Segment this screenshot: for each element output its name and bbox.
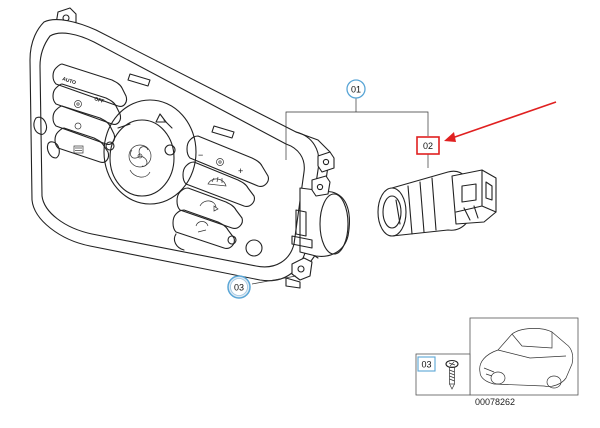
left-button-column[interactable]: AUTO OFF bbox=[33, 63, 128, 163]
off-label: OFF bbox=[93, 96, 104, 105]
plus-label: + bbox=[238, 166, 243, 176]
temperature-knob[interactable] bbox=[103, 99, 197, 205]
auto-label: AUTO bbox=[61, 76, 76, 86]
leader-lines bbox=[251, 98, 429, 285]
legend-callout-03-text: 03 bbox=[421, 360, 431, 370]
defrost-icon bbox=[207, 176, 227, 187]
defrost-button[interactable] bbox=[182, 161, 255, 207]
side-knob-lower[interactable] bbox=[46, 141, 60, 159]
air-distribution-icon bbox=[195, 221, 209, 233]
document-number: 00078262 bbox=[475, 397, 515, 407]
knob-side-button[interactable] bbox=[105, 141, 115, 151]
callout-03-text: 03 bbox=[234, 283, 244, 293]
rear-defrost-button[interactable] bbox=[54, 127, 110, 163]
right-button-group[interactable]: − + bbox=[172, 135, 269, 257]
minus-label: − bbox=[198, 150, 203, 160]
callout-01[interactable]: 01 bbox=[346, 79, 366, 99]
climate-control-panel[interactable]: AUTO OFF bbox=[29, 7, 350, 289]
callout-01-text: 01 bbox=[351, 85, 361, 95]
car-icon bbox=[479, 328, 574, 389]
highlight-arrow bbox=[444, 101, 557, 142]
callout-03[interactable]: 03 bbox=[227, 275, 251, 299]
side-knob-left[interactable] bbox=[33, 116, 48, 135]
recirculation-button[interactable] bbox=[176, 187, 243, 229]
fan-speed-icon bbox=[216, 158, 224, 166]
lower-right-knob[interactable] bbox=[245, 239, 263, 257]
screw-icon bbox=[445, 359, 459, 390]
rear-defrost-icon bbox=[73, 145, 84, 154]
auto-button[interactable] bbox=[52, 63, 128, 107]
fan-small-icon bbox=[74, 100, 82, 108]
callout-02[interactable]: 02 bbox=[416, 136, 440, 155]
legend-callout-03: 03 bbox=[417, 356, 436, 372]
lower-knob-small[interactable] bbox=[227, 235, 237, 245]
callout-02-text: 02 bbox=[423, 141, 433, 151]
center-left-button[interactable] bbox=[52, 105, 116, 145]
knob-right-button[interactable] bbox=[164, 144, 176, 156]
air-distribution-button[interactable] bbox=[172, 209, 235, 249]
fan-speed-button[interactable] bbox=[186, 135, 269, 187]
recirculation-icon bbox=[199, 200, 219, 212]
fan-icon bbox=[128, 144, 152, 168]
indicator-icon bbox=[74, 122, 82, 130]
rotary-switch-part[interactable] bbox=[377, 169, 497, 237]
legend-inset: 03 00078262 bbox=[415, 317, 579, 407]
off-button[interactable] bbox=[52, 83, 122, 125]
